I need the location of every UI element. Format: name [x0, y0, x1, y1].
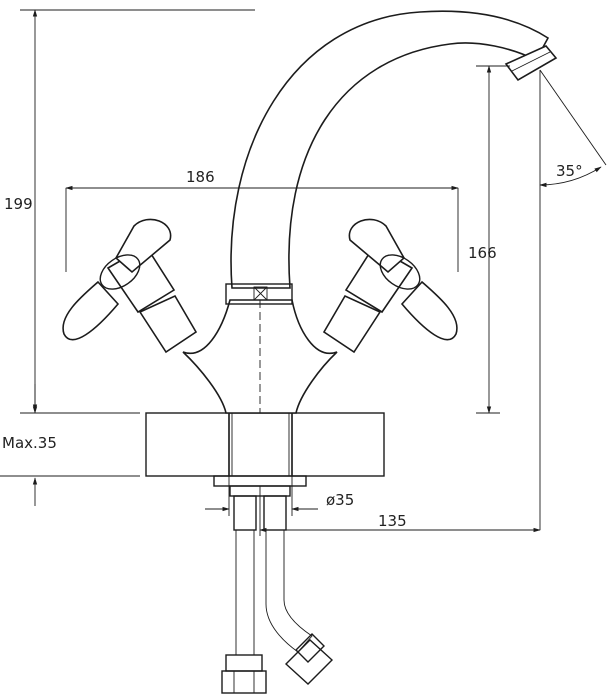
dim-total-height: 199: [4, 195, 33, 213]
spout: [225, 10, 558, 305]
dim-spout-height: 166: [468, 244, 497, 262]
dim-spout-reach: 135: [378, 512, 407, 530]
countertop-right-block: [291, 412, 385, 477]
dim-hole-diameter: ø35: [326, 491, 354, 509]
dim-spout-angle: 35°: [556, 162, 583, 180]
left-handle: [62, 218, 198, 354]
flexible-hoses: [221, 495, 334, 694]
dim-max-thickness: Max.35: [2, 434, 57, 452]
right-handle: [322, 218, 458, 354]
dim-handle-span: 186: [186, 168, 215, 186]
mounting-hole: [228, 412, 293, 477]
countertop-section: [145, 412, 385, 477]
faucet-body: [182, 299, 338, 414]
hose-right-braid: [265, 529, 313, 653]
dimension-lines: [0, 9, 607, 536]
countertop-left-block: [145, 412, 230, 477]
hose-left-braid: [235, 529, 255, 656]
dimension-labels: 199 186 166 35° Max.35 ø35 135: [2, 162, 583, 530]
